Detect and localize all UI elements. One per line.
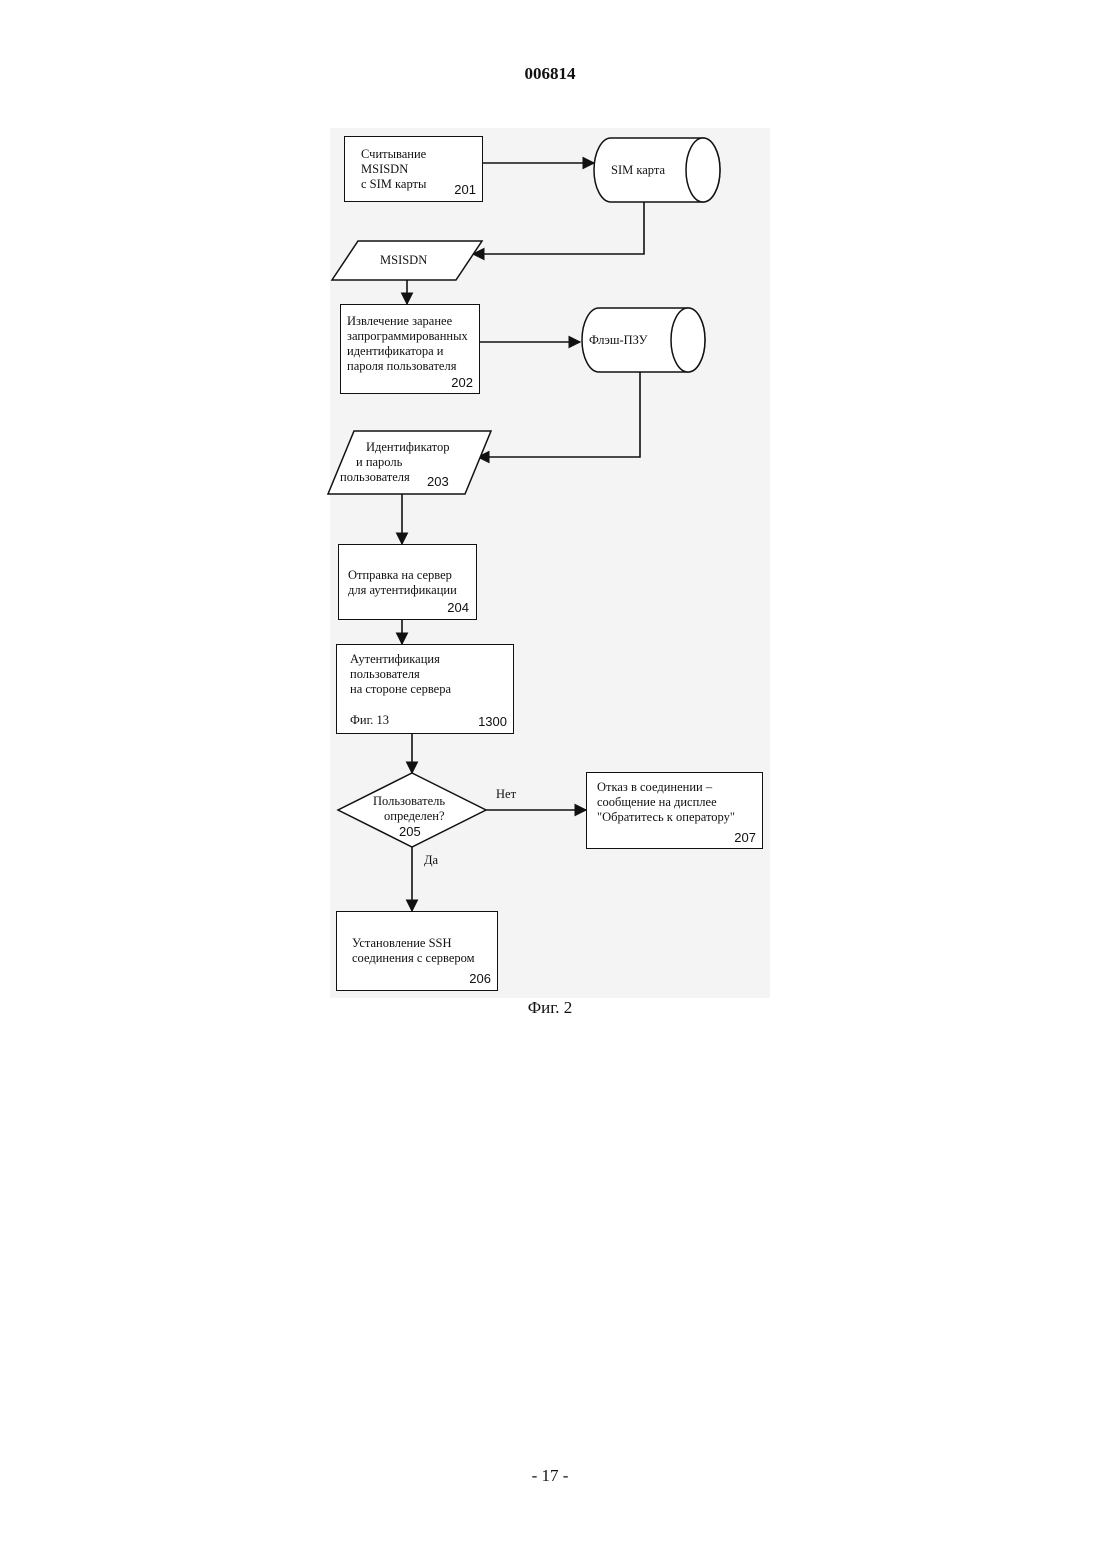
step-204-box: Отправка на сервер для аутентификации 20…: [338, 544, 477, 620]
step-201-line-1: Считывание: [361, 147, 426, 162]
step-204-line-2: для аутентификации: [348, 583, 457, 598]
step-201-number: 201: [454, 182, 476, 197]
decision-205-line-2: определен?: [384, 809, 445, 824]
arrow-flash-to-203: [478, 370, 640, 457]
step-201-box: Считывание MSISDN с SIM карты 201: [344, 136, 483, 202]
step-202-line-1: Извлечение заранее: [347, 314, 452, 329]
io-203-line-3: пользователя: [340, 470, 410, 485]
io-203-line-2: и пароль: [356, 455, 402, 470]
step-206-line-1: Установление SSH: [352, 936, 452, 951]
branch-no-label: Нет: [496, 787, 516, 802]
step-1300-number: 1300: [478, 714, 507, 729]
step-202-line-2: запрограммированных: [347, 329, 468, 344]
flash-rom-label: Флэш-ПЗУ: [589, 333, 647, 348]
sim-card-label: SIM карта: [611, 163, 665, 178]
step-1300-line-1: Аутентификация: [350, 652, 440, 667]
step-201-line-2: MSISDN: [361, 162, 408, 177]
step-202-line-3: идентификатора и: [347, 344, 444, 359]
page-number: - 17 -: [0, 1466, 1100, 1486]
step-1300-line-3: на стороне сервера: [350, 682, 451, 697]
branch-yes-label: Да: [424, 853, 438, 868]
step-206-number: 206: [469, 971, 491, 986]
arrow-sim-to-msisdn: [473, 202, 644, 254]
step-1300-line-2: пользователя: [350, 667, 420, 682]
step-202-line-4: пароля пользователя: [347, 359, 456, 374]
step-201-line-3: с SIM карты: [361, 177, 426, 192]
step-207-line-2: сообщение на дисплее: [597, 795, 717, 810]
step-207-line-3: "Обратитесь к оператору": [597, 810, 735, 825]
decision-205-line-1: Пользователь: [373, 794, 445, 809]
io-203-number: 203: [427, 474, 449, 489]
step-202-box: Извлечение заранее запрограммированных и…: [340, 304, 480, 394]
step-204-line-1: Отправка на сервер: [348, 568, 452, 583]
io-203-line-1: Идентификатор: [366, 440, 449, 455]
msisdn-label: MSISDN: [380, 253, 427, 268]
decision-205-number: 205: [399, 824, 421, 839]
step-207-number: 207: [734, 830, 756, 845]
step-204-number: 204: [447, 600, 469, 615]
step-1300-box: Аутентификация пользователя на стороне с…: [336, 644, 514, 734]
step-207-box: Отказ в соединении – сообщение на диспле…: [586, 772, 763, 849]
step-1300-ref: Фиг. 13: [350, 713, 389, 728]
step-206-line-2: соединения с сервером: [352, 951, 475, 966]
step-206-box: Установление SSH соединения с сервером 2…: [336, 911, 498, 991]
step-207-line-1: Отказ в соединении –: [597, 780, 712, 795]
step-202-number: 202: [451, 375, 473, 390]
figure-caption: Фиг. 2: [0, 998, 1100, 1018]
